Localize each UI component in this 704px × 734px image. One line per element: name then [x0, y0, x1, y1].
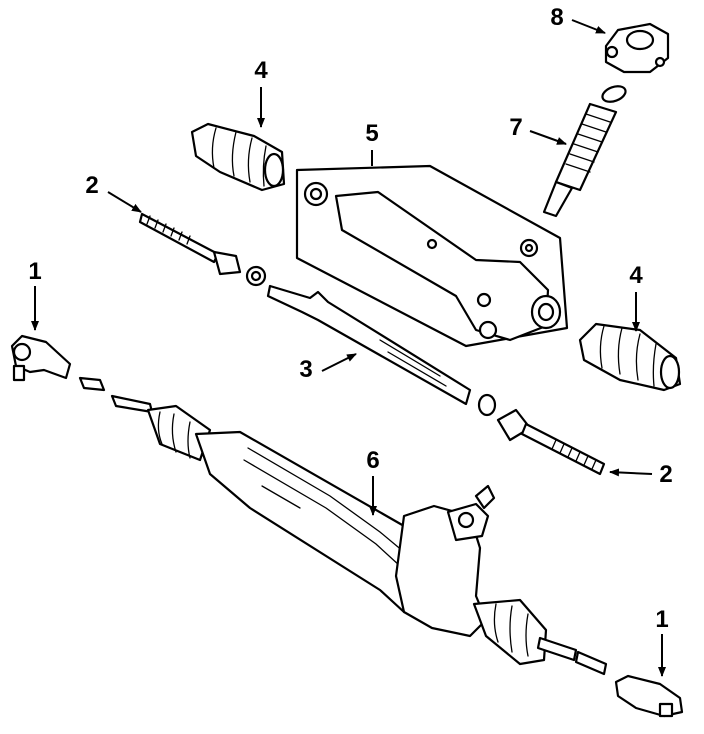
part-7-pinion-valve — [542, 85, 627, 218]
callout-4-right: 4 — [629, 262, 643, 289]
part-5-housing-kit-box — [295, 164, 569, 348]
part-8-housing-cover — [604, 22, 670, 74]
part-4-boot-right — [578, 322, 682, 392]
callout-5: 5 — [365, 120, 379, 147]
part-4-boot-left — [190, 122, 286, 192]
callout-3: 3 — [299, 356, 313, 383]
part-2-tie-rod-upper — [138, 212, 267, 287]
callout-1-right: 1 — [655, 606, 669, 633]
part-2-tie-rod-lower — [496, 408, 606, 476]
callout-1-left: 1 — [28, 258, 42, 285]
callout-8: 8 — [550, 4, 564, 31]
part-1-tie-rod-end-right — [614, 674, 684, 718]
part-3-rack-bar — [266, 284, 497, 417]
callout-6: 6 — [366, 447, 380, 474]
part-1-tie-rod-end-left — [10, 334, 106, 392]
callout-2-right: 2 — [659, 461, 673, 488]
callout-7: 7 — [509, 114, 523, 141]
leader-arrows — [31, 19, 666, 677]
callout-2-left: 2 — [85, 172, 99, 199]
callout-4-left: 4 — [254, 57, 268, 84]
part-6-steering-gear-assembly — [110, 394, 608, 676]
